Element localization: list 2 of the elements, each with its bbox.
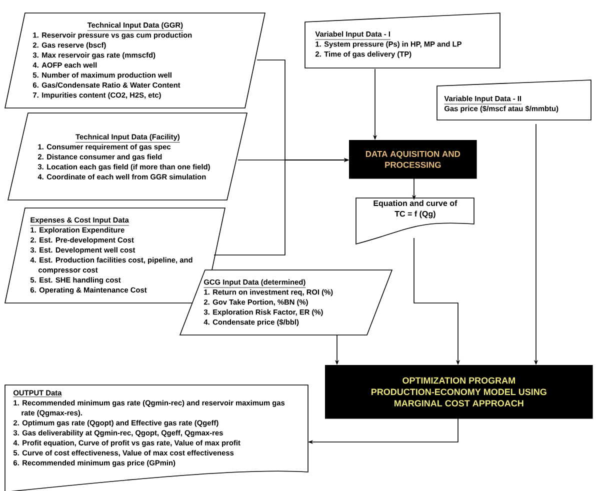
process-box: OPTIMIZATION PROGRAM PRODUCTION-ECONOMY MODEL USING MARGINAL COST APPROACH	[325, 365, 593, 419]
process-box: DATA AQUISITION AND PROCESSING	[349, 140, 477, 179]
